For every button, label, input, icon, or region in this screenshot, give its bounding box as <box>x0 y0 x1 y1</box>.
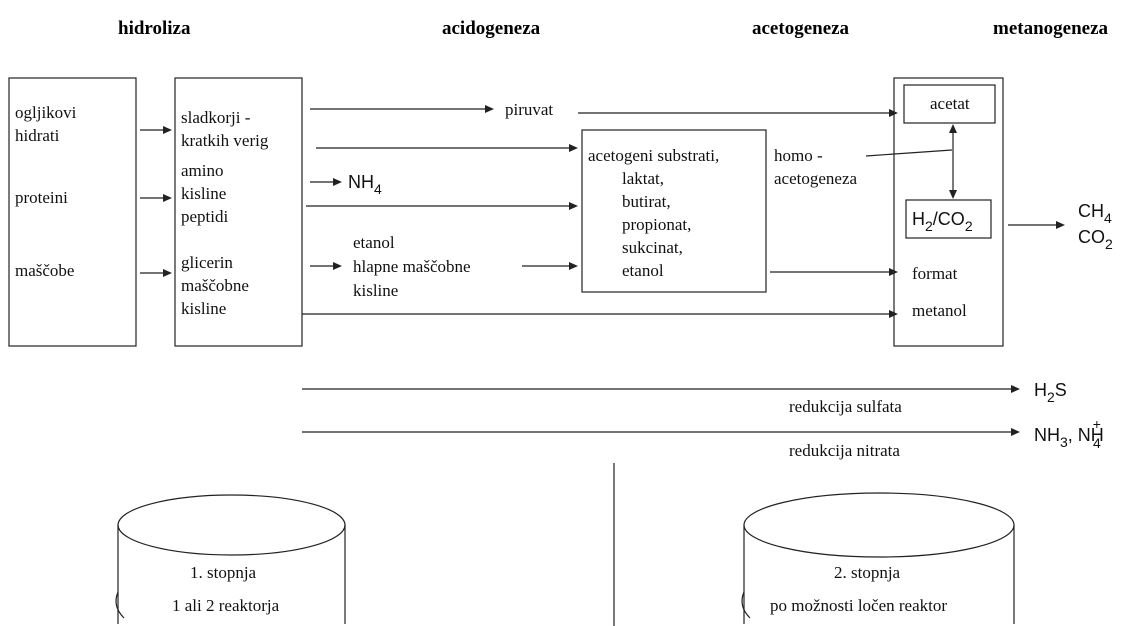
substrate-mascobe: maščobe <box>15 261 74 280</box>
arrowhead-amino-nh4 <box>333 178 342 186</box>
label-nh4: NH4 <box>348 172 382 197</box>
reactor-2-base-curve <box>741 591 751 619</box>
heading-metanogeneza: metanogeneza <box>993 18 1109 39</box>
product-sladkorji: sladkorji - <box>181 108 251 127</box>
arrowhead-h2co2-down <box>949 190 957 199</box>
label-acetogeneza: acetogeneza <box>774 169 857 188</box>
label-homo: homo - <box>774 146 823 165</box>
label-kisline: kisline <box>353 281 398 300</box>
hydrolysis-products-box <box>174 77 303 347</box>
arrowhead-sulfate-reduction <box>1011 385 1020 393</box>
reactor-1-top <box>117 494 346 556</box>
acetogenic-butirat: butirat, <box>622 192 671 211</box>
acetogenic-laktat: laktat, <box>622 169 664 188</box>
product-kisline: kisline <box>181 184 226 203</box>
homoacetogenesis-link <box>865 149 953 157</box>
acetogenic-title: acetogeni substrati, <box>588 146 719 165</box>
output-nh3-nh4: NH3, NH+4 <box>1034 416 1104 451</box>
acetogenic-propionat: propionat, <box>622 215 691 234</box>
product-peptidi: peptidi <box>181 207 228 226</box>
arrowhead-vfa-acetogenic <box>569 262 578 270</box>
substrate-ogljikovi: ogljikovi <box>15 103 77 122</box>
label-redukcija-nitrata: redukcija nitrata <box>789 441 900 460</box>
reactor-2-walls <box>743 525 1015 624</box>
arrowhead-glicerin-vfa <box>333 262 342 270</box>
arrowhead-mascobe <box>163 269 172 277</box>
arrowhead-peptides-acetogenic <box>569 202 578 210</box>
acetat-box <box>903 84 996 124</box>
reactor-stage-2: 2. stopnja po možnosti ločen reaktor <box>741 492 1015 624</box>
product-kratkih-verig: kratkih verig <box>181 131 269 150</box>
h2-co2-box <box>905 199 992 239</box>
label-h2-co2: H2/CO2 <box>912 209 973 234</box>
arrowhead-nitrate-reduction <box>1011 428 1020 436</box>
output-h2s: H2S <box>1034 380 1067 405</box>
reactor-2-top <box>743 492 1015 558</box>
arrowhead-to-ch4-co2 <box>1056 221 1065 229</box>
reactor-1-sublabel: 1 ali 2 reaktorja <box>172 596 280 615</box>
label-acetat: acetat <box>930 94 970 113</box>
arrowhead-acetat-up <box>949 124 957 133</box>
product-kisline-2: kisline <box>181 299 226 318</box>
acetogenic-sukcinat: sukcinat, <box>622 238 683 257</box>
reactor-1-base-curve <box>115 591 125 619</box>
product-glicerin: glicerin <box>181 253 233 272</box>
product-amino: amino <box>181 161 224 180</box>
label-redukcija-sulfata: redukcija sulfata <box>789 397 902 416</box>
output-ch4: CH4 <box>1078 201 1112 226</box>
substrates-box <box>8 77 137 347</box>
acetogenic-etanol: etanol <box>622 261 664 280</box>
label-metanol: metanol <box>912 301 967 320</box>
label-format: format <box>912 264 958 283</box>
reactor-2-label: 2. stopnja <box>834 563 901 582</box>
reactor-2-sublabel: po možnosti ločen reaktor <box>770 596 947 615</box>
arrowhead-ogljikovi <box>163 126 172 134</box>
heading-acidogeneza: acidogeneza <box>442 18 541 39</box>
arrowhead-proteini <box>163 194 172 202</box>
heading-hidroliza: hidroliza <box>118 18 191 39</box>
reactor-1-walls <box>117 525 346 624</box>
arrowhead-sugars-piruvat <box>485 105 494 113</box>
heading-acetogeneza: acetogeneza <box>752 18 850 39</box>
arrowhead-sugars-acetogenic <box>569 144 578 152</box>
methanogenic-box <box>893 77 1004 347</box>
label-piruvat: piruvat <box>505 100 553 119</box>
reactor-stage-1: 1. stopnja 1 ali 2 reaktorja <box>115 494 346 624</box>
label-etanol: etanol <box>353 233 395 252</box>
output-co2: CO2 <box>1078 227 1113 252</box>
substrate-proteini: proteini <box>15 188 68 207</box>
acetogenic-substrates-box <box>581 129 767 293</box>
substrate-hidrati: hidrati <box>15 126 60 145</box>
product-mascobne: maščobne <box>181 276 249 295</box>
reactor-1-label: 1. stopnja <box>190 563 257 582</box>
label-hlapne-mascobne: hlapne maščobne <box>353 257 471 276</box>
